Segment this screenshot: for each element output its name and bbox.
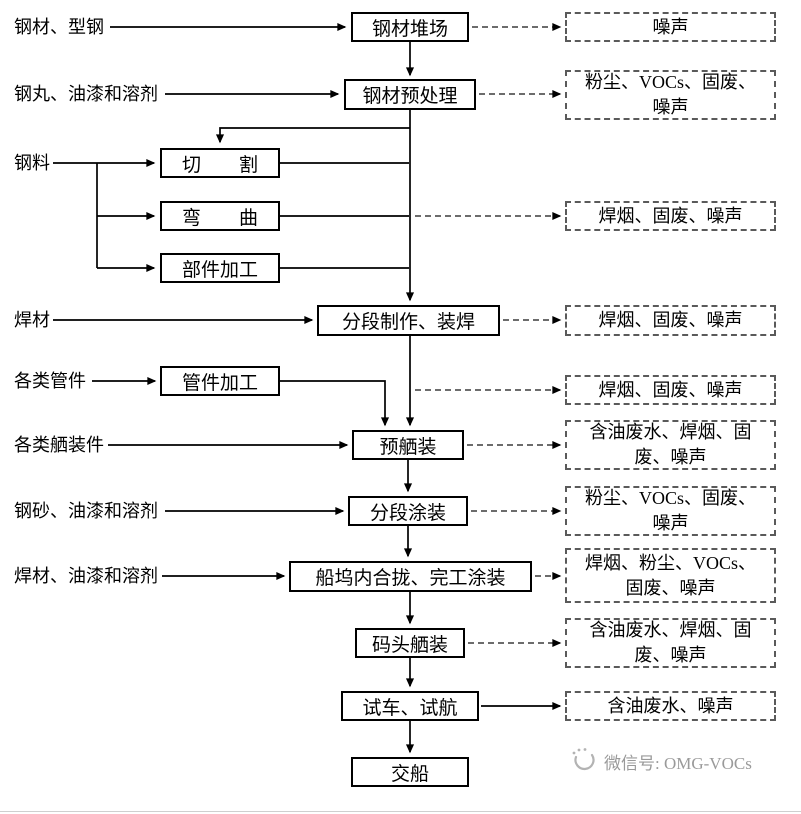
input-welding-material: 焊材 <box>14 310 50 330</box>
wechat-logo-icon <box>572 748 595 771</box>
emission-box-pipe-machining: 焊烟、固废、噪声 <box>565 375 776 405</box>
input-steel-material: 钢料 <box>14 153 50 173</box>
watermark-text: 微信号: OMG-VOCs <box>604 753 752 773</box>
input-outfitting-parts: 各类舾装件 <box>14 435 104 455</box>
emission-box-quay-outfitting: 含油废水、焊烟、固废、噪声 <box>565 618 776 668</box>
emission-box-dock-assembly: 焊烟、粉尘、VOCs、固废、噪声 <box>565 548 776 603</box>
emission-box-pre-outfitting: 含油废水、焊烟、固废、噪声 <box>565 420 776 470</box>
process-box-ship-delivery: 交船 <box>351 757 469 787</box>
process-box-dock-assembly-final-painting: 船坞内合拢、完工涂装 <box>289 561 532 592</box>
emission-box-stockyard-noise: 噪声 <box>565 12 776 42</box>
input-welding-material-paint-solvent: 焊材、油漆和溶剂 <box>14 566 158 586</box>
process-box-pre-outfitting: 预舾装 <box>352 430 464 460</box>
process-box-bending: 弯 曲 <box>160 201 280 231</box>
emission-box-trial-run: 含油废水、噪声 <box>565 691 776 721</box>
input-steel-shot-paint-solvent: 钢丸、油漆和溶剂 <box>14 84 158 104</box>
process-box-section-fabrication-welding: 分段制作、装焊 <box>317 305 500 336</box>
input-pipe-fittings: 各类管件 <box>14 371 86 391</box>
process-box-parts-machining: 部件加工 <box>160 253 280 283</box>
emission-box-machining: 焊烟、固废、噪声 <box>565 201 776 231</box>
emission-box-pretreatment: 粉尘、VOCs、固废、噪声 <box>565 70 776 120</box>
input-steel-and-section-steel: 钢材、型钢 <box>14 17 104 37</box>
emission-box-section-painting: 粉尘、VOCs、固废、噪声 <box>565 486 776 536</box>
watermark: 微信号: OMG-VOCs <box>568 747 752 775</box>
process-box-section-painting: 分段涂装 <box>348 496 468 526</box>
input-steel-grit-paint-solvent: 钢砂、油漆和溶剂 <box>14 501 158 521</box>
process-box-steel-pretreatment: 钢材预处理 <box>344 79 476 110</box>
process-box-cutting: 切 割 <box>160 148 280 178</box>
emission-box-section-fabrication: 焊烟、固废、噪声 <box>565 305 776 336</box>
bottom-divider <box>0 811 801 812</box>
process-box-trial-run: 试车、试航 <box>341 691 479 721</box>
process-box-quay-outfitting: 码头舾装 <box>355 628 465 658</box>
process-box-pipe-machining: 管件加工 <box>160 366 280 396</box>
process-box-steel-stockyard: 钢材堆场 <box>351 12 469 42</box>
